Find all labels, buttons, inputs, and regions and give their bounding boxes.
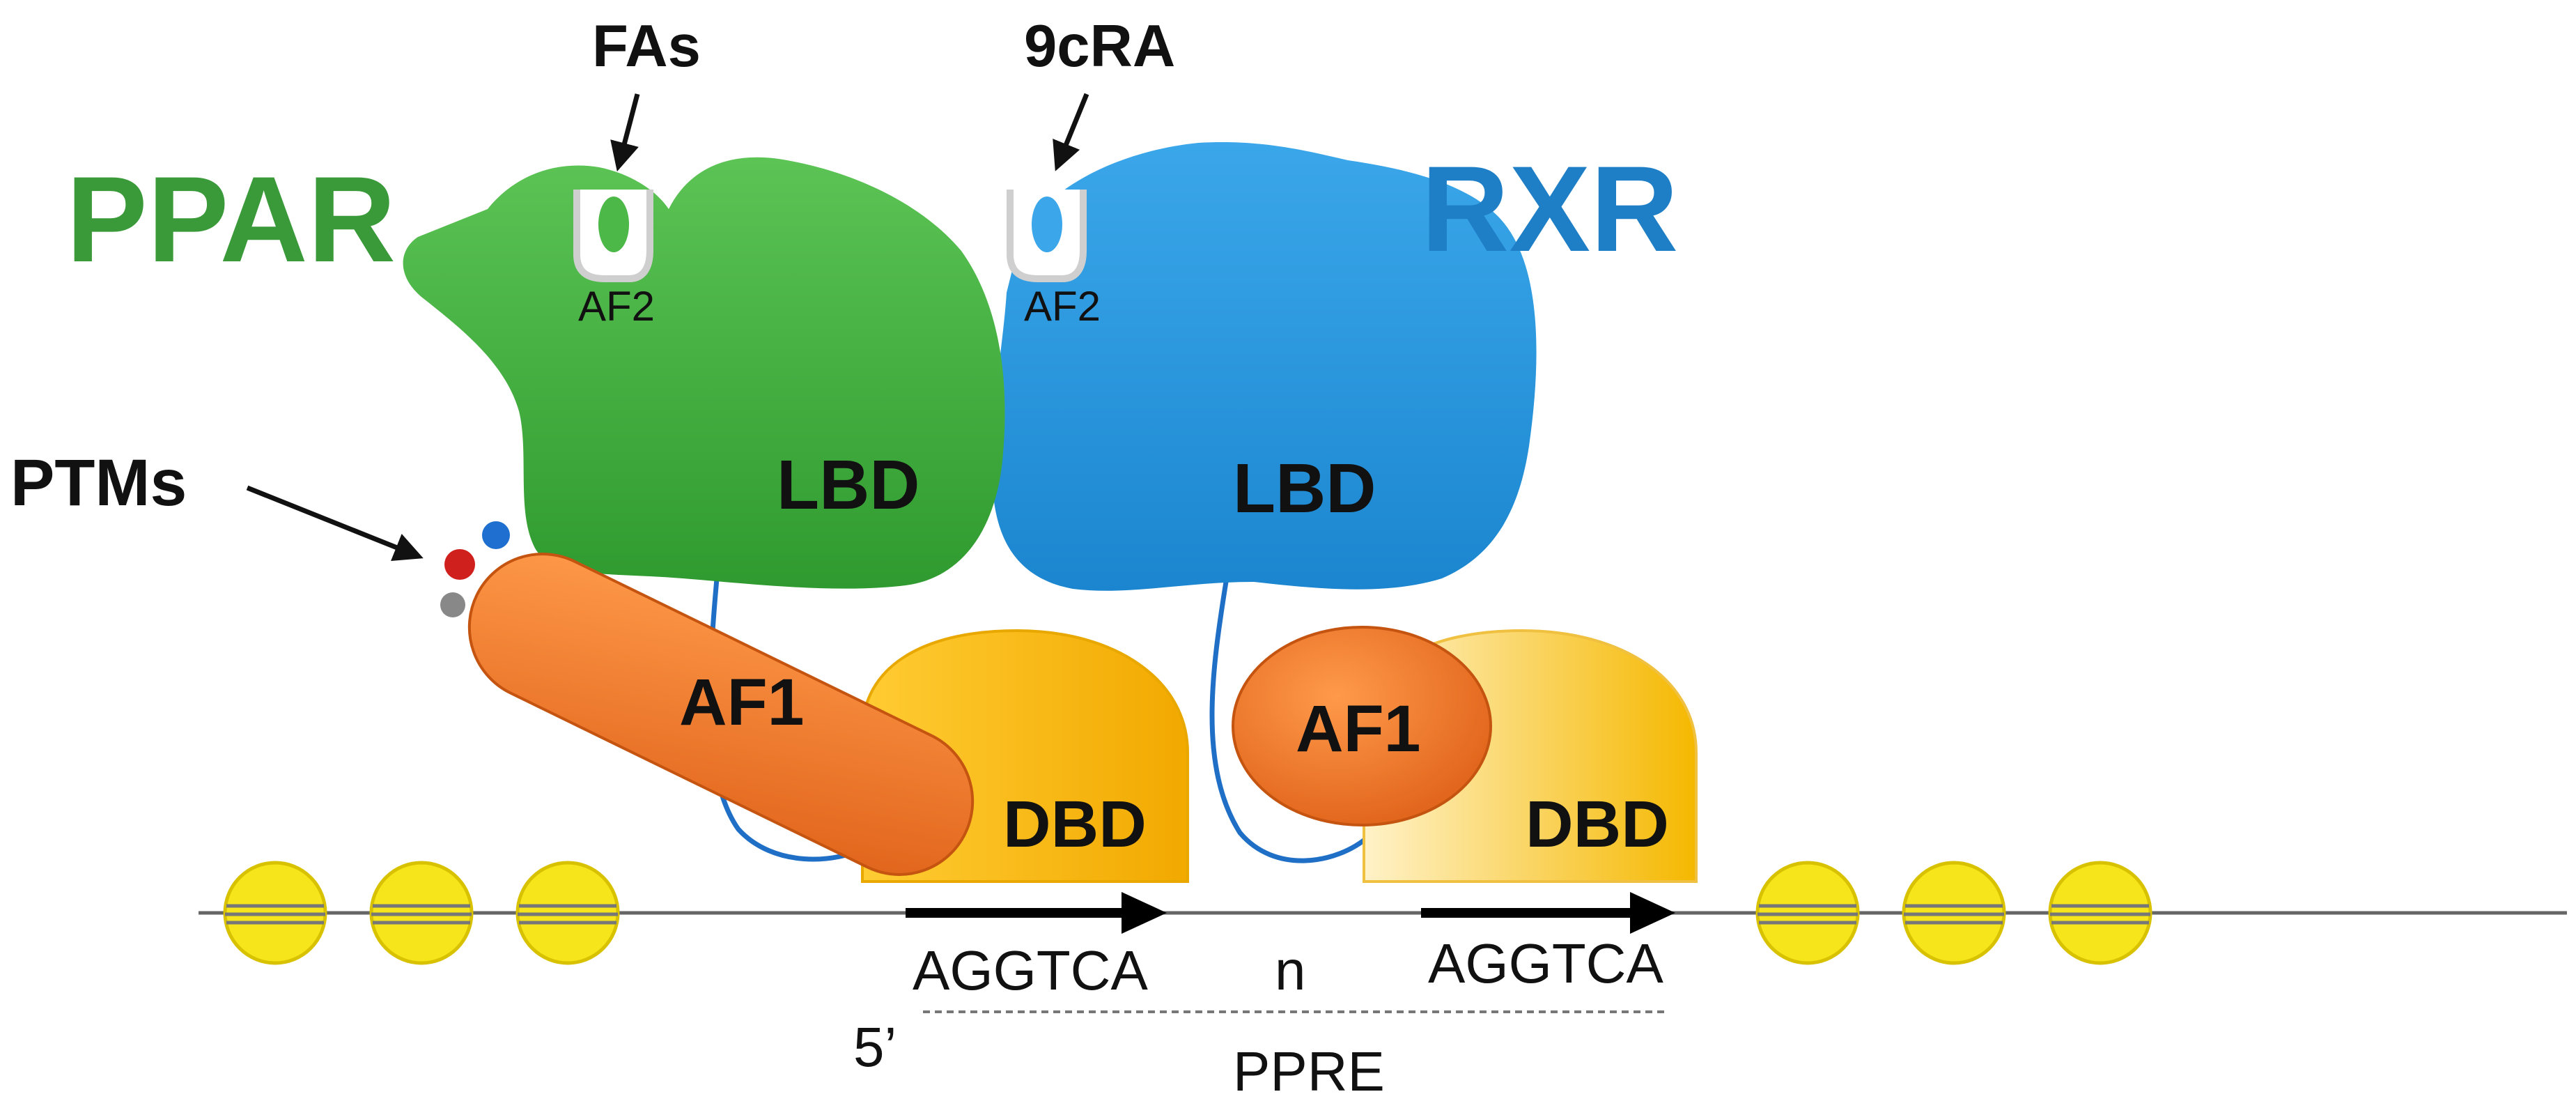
ptm-blue-dot	[482, 521, 510, 549]
rxr-lbd-label: LBD	[1233, 449, 1376, 528]
rxr-af2-label: AF2	[1024, 283, 1101, 330]
spacer-label: n	[1275, 939, 1306, 1001]
ptms-arrow	[246, 485, 424, 562]
9cra-arrow	[1053, 93, 1089, 171]
fas-label: FAs	[592, 13, 701, 79]
ptms-label: PTMs	[10, 446, 187, 520]
ptm-red-dot	[444, 549, 475, 580]
ppar-lbd-label: LBD	[777, 446, 920, 524]
ppar-title: PPAR	[66, 152, 396, 288]
ppar-af2-label: AF2	[578, 283, 655, 330]
nucleosome	[2048, 861, 2152, 965]
9cra-ligand	[1032, 197, 1062, 252]
nucleosome	[223, 861, 327, 965]
nucleosome	[1755, 861, 1860, 965]
half-site-1-label: AGGTCA	[913, 939, 1148, 1001]
rxr-hinge-linker	[1209, 581, 1371, 863]
nucleosome-group-left	[223, 861, 620, 965]
five-prime-label: 5’	[853, 1016, 897, 1078]
half-site-arrow-2	[1421, 892, 1675, 934]
half-site-arrow-1	[906, 892, 1167, 934]
ptm-gray-dot	[440, 592, 465, 617]
9cra-label: 9cRA	[1024, 13, 1175, 79]
rxr-dbd-label: DBD	[1526, 787, 1669, 861]
ppar-af1-domain	[467, 553, 975, 876]
fa-ligand	[598, 197, 629, 252]
rxr-af1-domain	[1232, 626, 1492, 826]
rxr-title: RXR	[1421, 141, 1678, 277]
half-site-2-label: AGGTCA	[1428, 932, 1663, 994]
ppar-af1-label: AF1	[679, 665, 804, 739]
nucleosome-group-right	[1755, 861, 2152, 965]
nucleosome	[369, 861, 474, 965]
nucleosome	[1902, 861, 2006, 965]
rxr-lbd-domain	[991, 142, 1537, 591]
ppar-dbd-label: DBD	[1003, 787, 1147, 861]
ppar-lbd-domain	[403, 157, 1005, 589]
fas-arrow	[610, 93, 640, 172]
ppre-label: PPRE	[1233, 1040, 1385, 1102]
rxr-af1-label: AF1	[1296, 692, 1420, 766]
nucleosome	[515, 861, 620, 965]
